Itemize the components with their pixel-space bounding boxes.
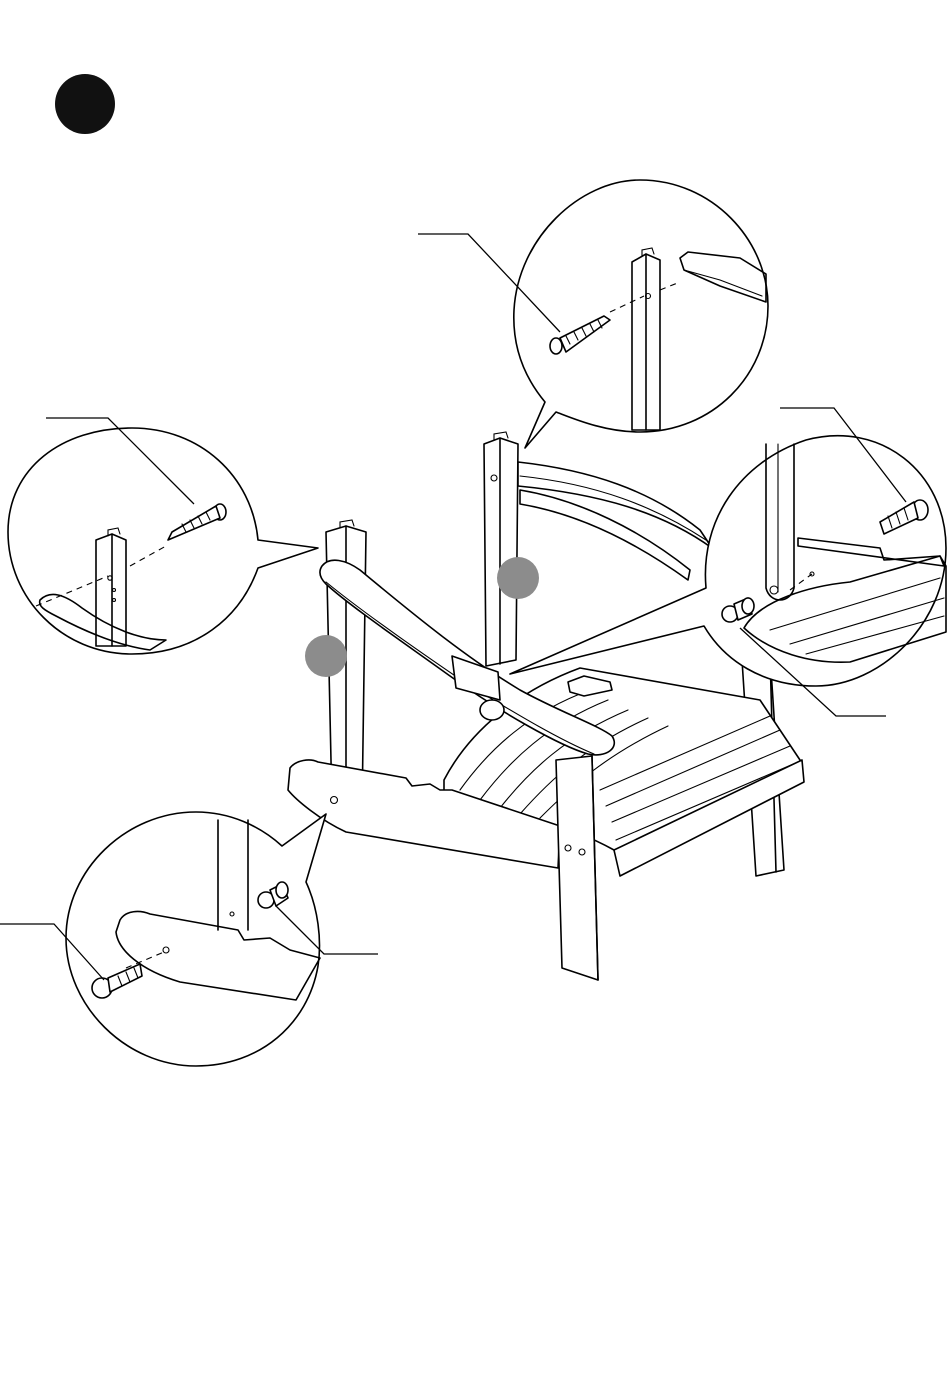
step-marker [55,74,115,134]
back-right-leg [484,432,518,666]
detail-bottom-left [0,812,378,1066]
detail-left [8,418,318,654]
callout-marker-b [305,635,347,677]
front-leg [556,756,598,980]
callout-marker-a [497,557,539,599]
backrest-rail [518,462,712,580]
detail-top-center [418,180,768,448]
